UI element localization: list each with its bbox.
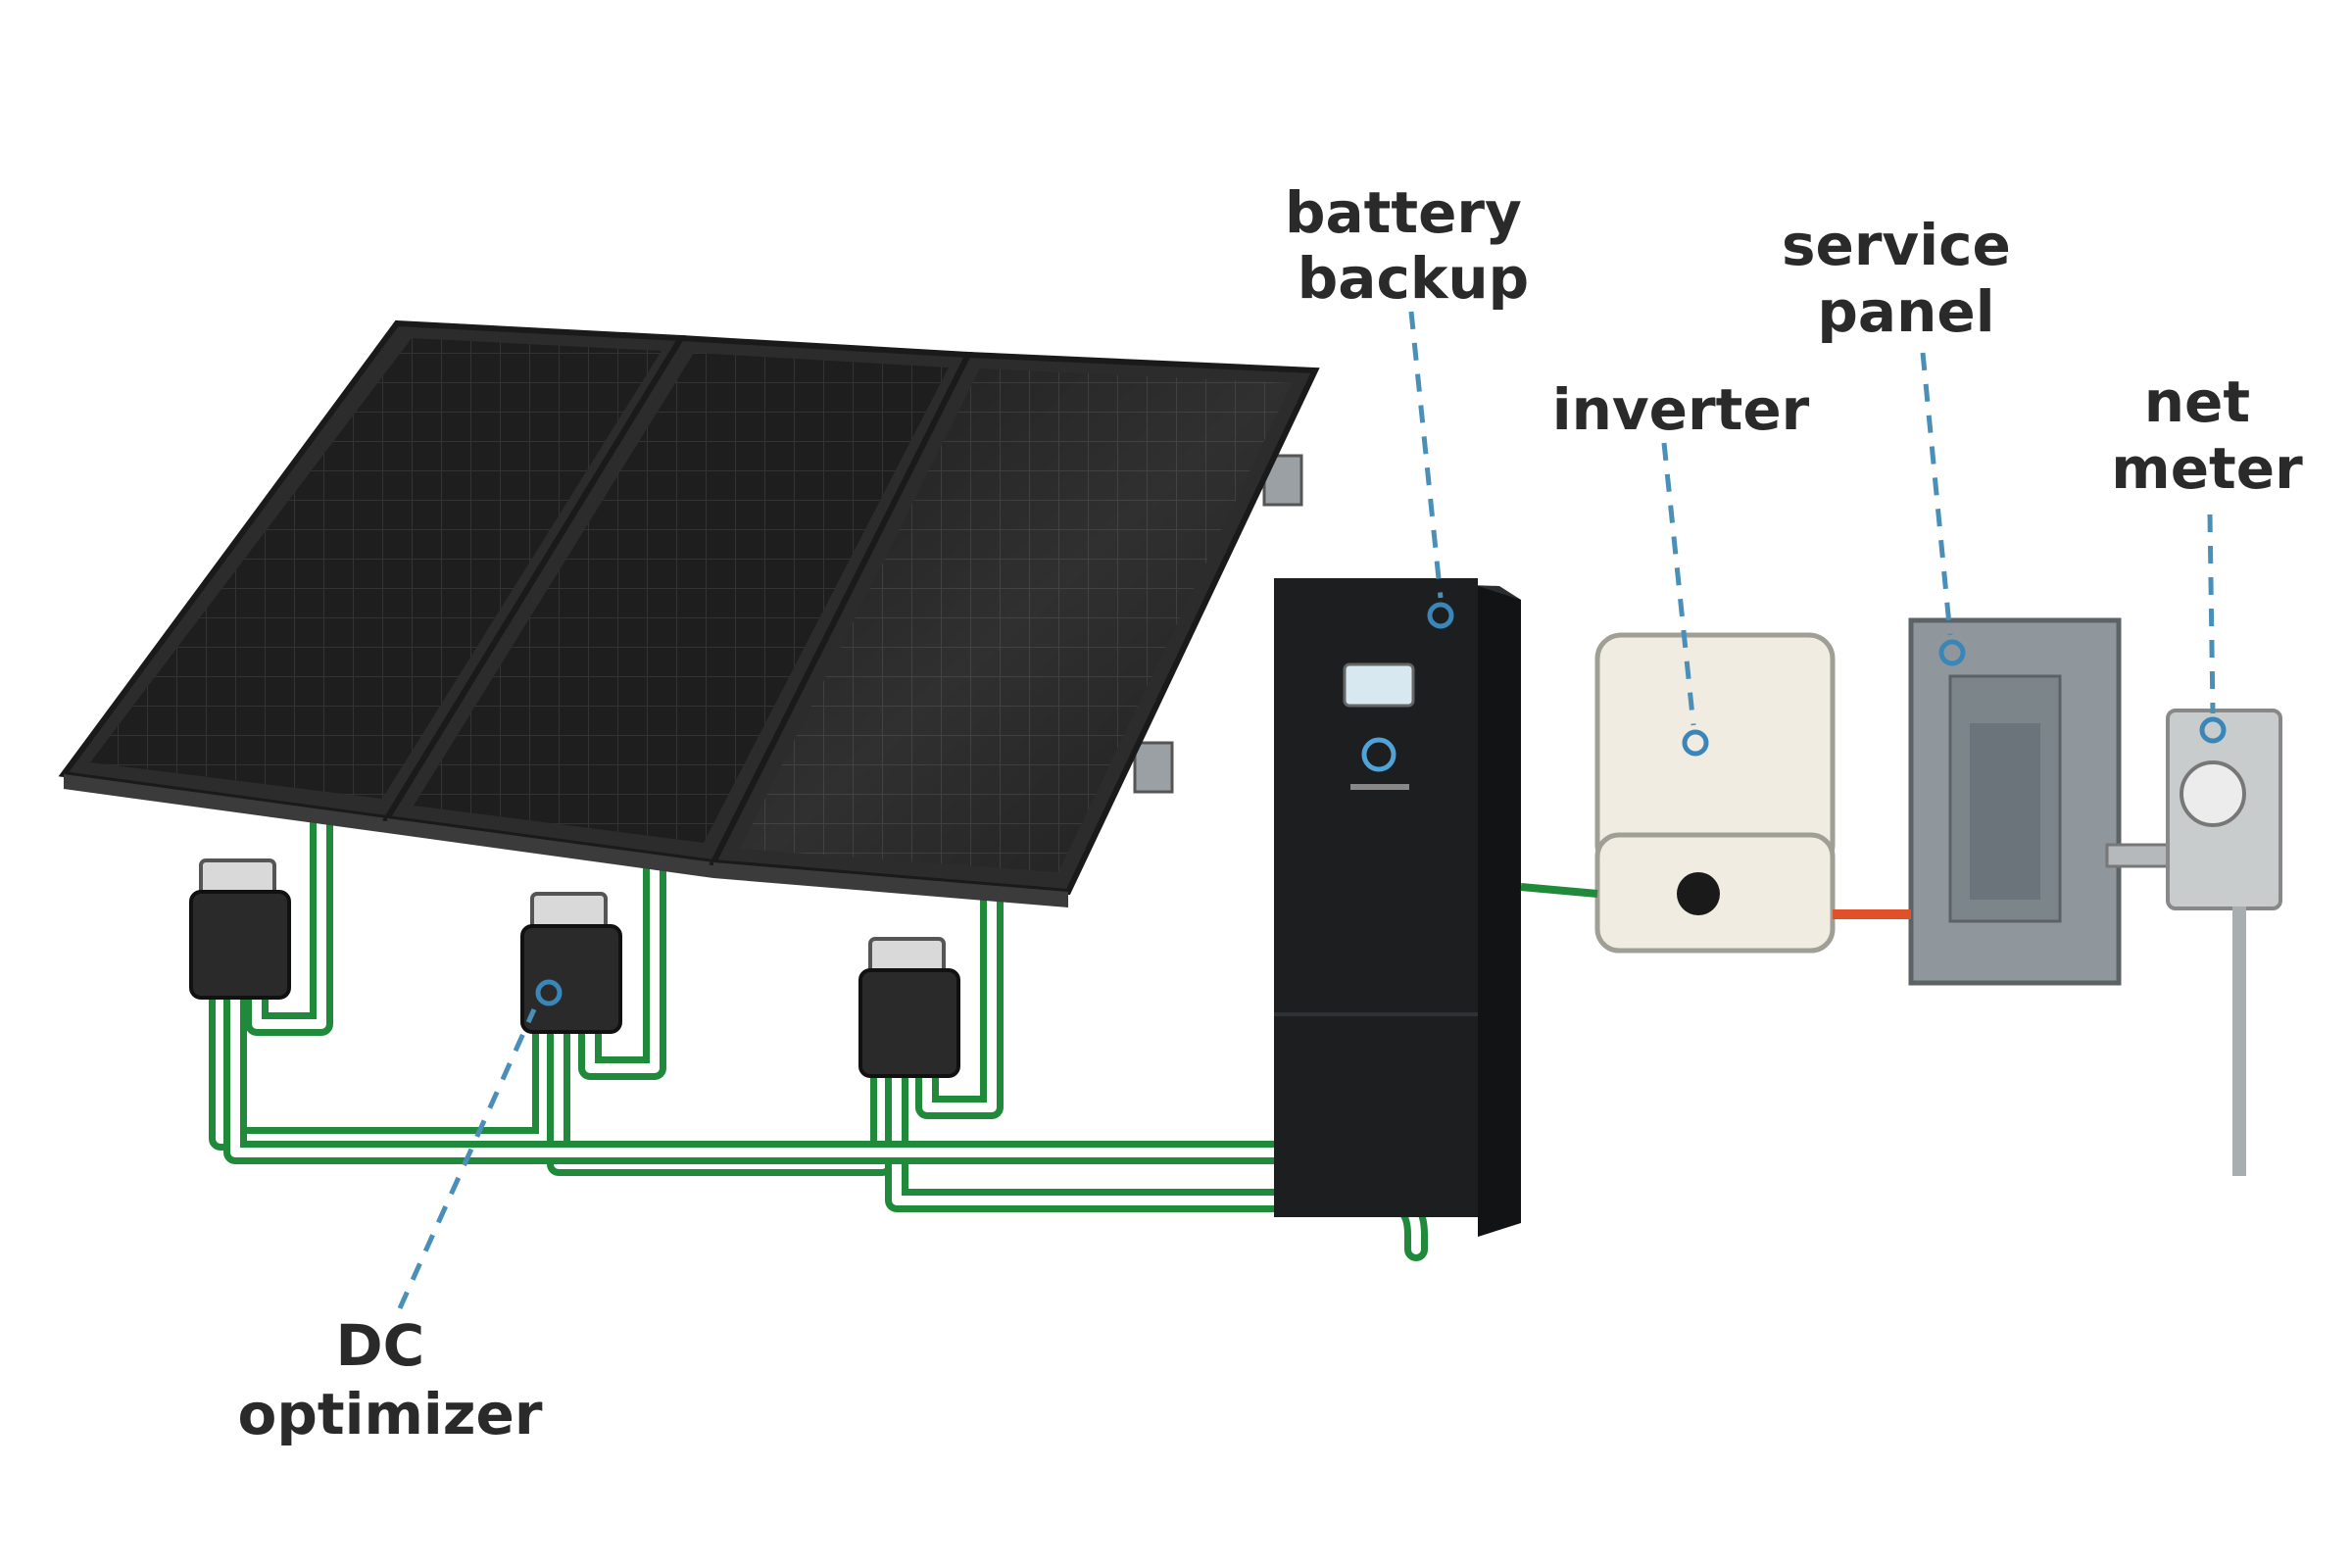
dc-optimizer-1 bbox=[189, 858, 291, 1000]
solar-panel-2 bbox=[382, 334, 973, 878]
breaker-grid bbox=[1970, 723, 2040, 900]
meter-dial bbox=[2180, 760, 2246, 827]
service-panel-label: service panel bbox=[1782, 212, 2031, 345]
mount-bracket bbox=[1262, 454, 1303, 507]
battery-button bbox=[1361, 737, 1396, 772]
solar-panel-3 bbox=[709, 351, 1320, 907]
meter-callout-dot bbox=[2199, 716, 2227, 744]
inverter-callout-dot bbox=[1682, 729, 1709, 757]
service-panel-unit bbox=[1908, 617, 2122, 986]
service-callout-dot bbox=[1938, 639, 1966, 666]
leaders bbox=[397, 311, 2227, 1310]
battery-backup-label: battery backup bbox=[1285, 179, 1542, 312]
solar-panel-1 bbox=[58, 319, 687, 833]
mount-bracket bbox=[1133, 741, 1174, 794]
dc-optimizer-label: DC optimizer bbox=[238, 1312, 543, 1447]
inverter-switch bbox=[1677, 872, 1720, 915]
inverter-unit bbox=[1594, 632, 1836, 954]
solar-array bbox=[58, 319, 1320, 907]
optimizer-callout-dot bbox=[535, 979, 563, 1006]
inverter-label: inverter bbox=[1552, 376, 1810, 443]
dc-optimizer-3 bbox=[858, 937, 960, 1078]
dc-optimizer-2 bbox=[520, 892, 622, 1034]
net-meter-label: net meter bbox=[2111, 368, 2303, 502]
meter-conduit bbox=[2232, 906, 2246, 1176]
net-meter-unit bbox=[2105, 709, 2282, 1176]
battery-to-inverter-wire bbox=[1520, 883, 1598, 898]
battery-display bbox=[1343, 662, 1415, 708]
battery-backup-unit bbox=[1274, 578, 1521, 1237]
battery-callout-dot bbox=[1427, 602, 1454, 629]
